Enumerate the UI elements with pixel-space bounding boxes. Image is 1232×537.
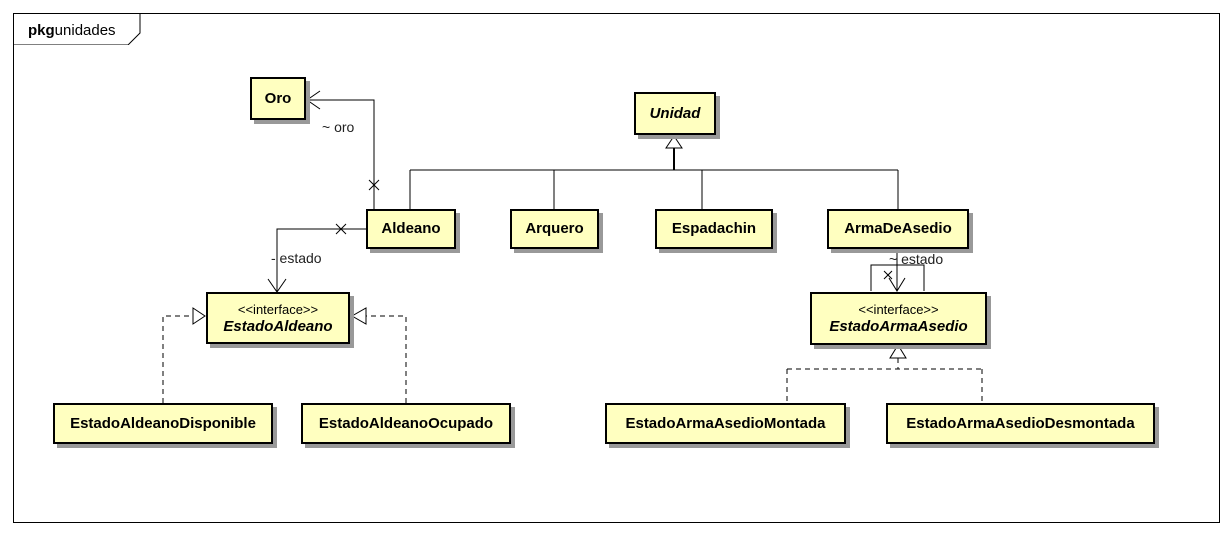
class-name: EstadoAldeanoOcupado — [318, 414, 494, 432]
class-name: EstadoArmaAsedio — [829, 318, 968, 335]
class-name: EstadoAldeanoDisponible — [70, 414, 256, 432]
package-tab — [13, 13, 141, 45]
class-aldeano[interactable]: Aldeano — [366, 209, 456, 249]
class-name: Aldeano — [381, 220, 441, 237]
class-espadachin[interactable]: Espadachin — [655, 209, 773, 249]
package-frame — [13, 13, 1220, 523]
interface-estado-aldeano[interactable]: <<interface>> EstadoAldeano — [206, 292, 350, 344]
realization-estado-aldeano — [162, 315, 407, 403]
package-label: pkgunidades — [28, 22, 116, 39]
class-name: Arquero — [525, 220, 584, 237]
stereotype-label: <<interface>> — [858, 302, 939, 317]
association-label-estado-arma: ~ estado — [889, 251, 944, 267]
class-name: Unidad — [649, 104, 701, 122]
class-name: ArmaDeAsedio — [844, 220, 952, 237]
class-name: EstadoArmaAsedioDesmontada — [906, 414, 1135, 432]
class-name: Espadachin — [671, 220, 757, 237]
class-name: EstadoAldeano — [223, 317, 333, 335]
association-label-estado-aldeano: - estado — [271, 250, 322, 266]
class-estado-aldeano-ocupado[interactable]: EstadoAldeanoOcupado — [301, 403, 511, 444]
interface-estado-arma-asedio[interactable]: <<interface>> EstadoArmaAsedio — [810, 292, 987, 345]
realization-estado-arma-asedio — [786, 358, 983, 403]
class-oro[interactable]: Oro — [250, 77, 306, 120]
association-aldeano-oro — [306, 90, 380, 209]
generalization-unidad — [409, 135, 899, 209]
class-name: EstadoArmaAsedioMontada — [625, 414, 826, 432]
class-arma-de-asedio[interactable]: ArmaDeAsedio — [827, 209, 969, 249]
association-arma-estado — [870, 249, 925, 292]
package-name: unidades — [54, 22, 116, 39]
class-estado-arma-asedio-desmontada[interactable]: EstadoArmaAsedioDesmontada — [886, 403, 1155, 444]
class-arquero[interactable]: Arquero — [510, 209, 599, 249]
association-label-oro: ~ oro — [322, 119, 355, 135]
class-unidad[interactable]: Unidad — [634, 92, 716, 135]
class-estado-aldeano-disponible[interactable]: EstadoAldeanoDisponible — [53, 403, 273, 444]
class-name: Oro — [264, 89, 292, 107]
package-keyword: pkg — [28, 22, 55, 39]
stereotype-label: <<interface>> — [237, 301, 319, 317]
class-estado-arma-asedio-montada[interactable]: EstadoArmaAsedioMontada — [605, 403, 846, 444]
